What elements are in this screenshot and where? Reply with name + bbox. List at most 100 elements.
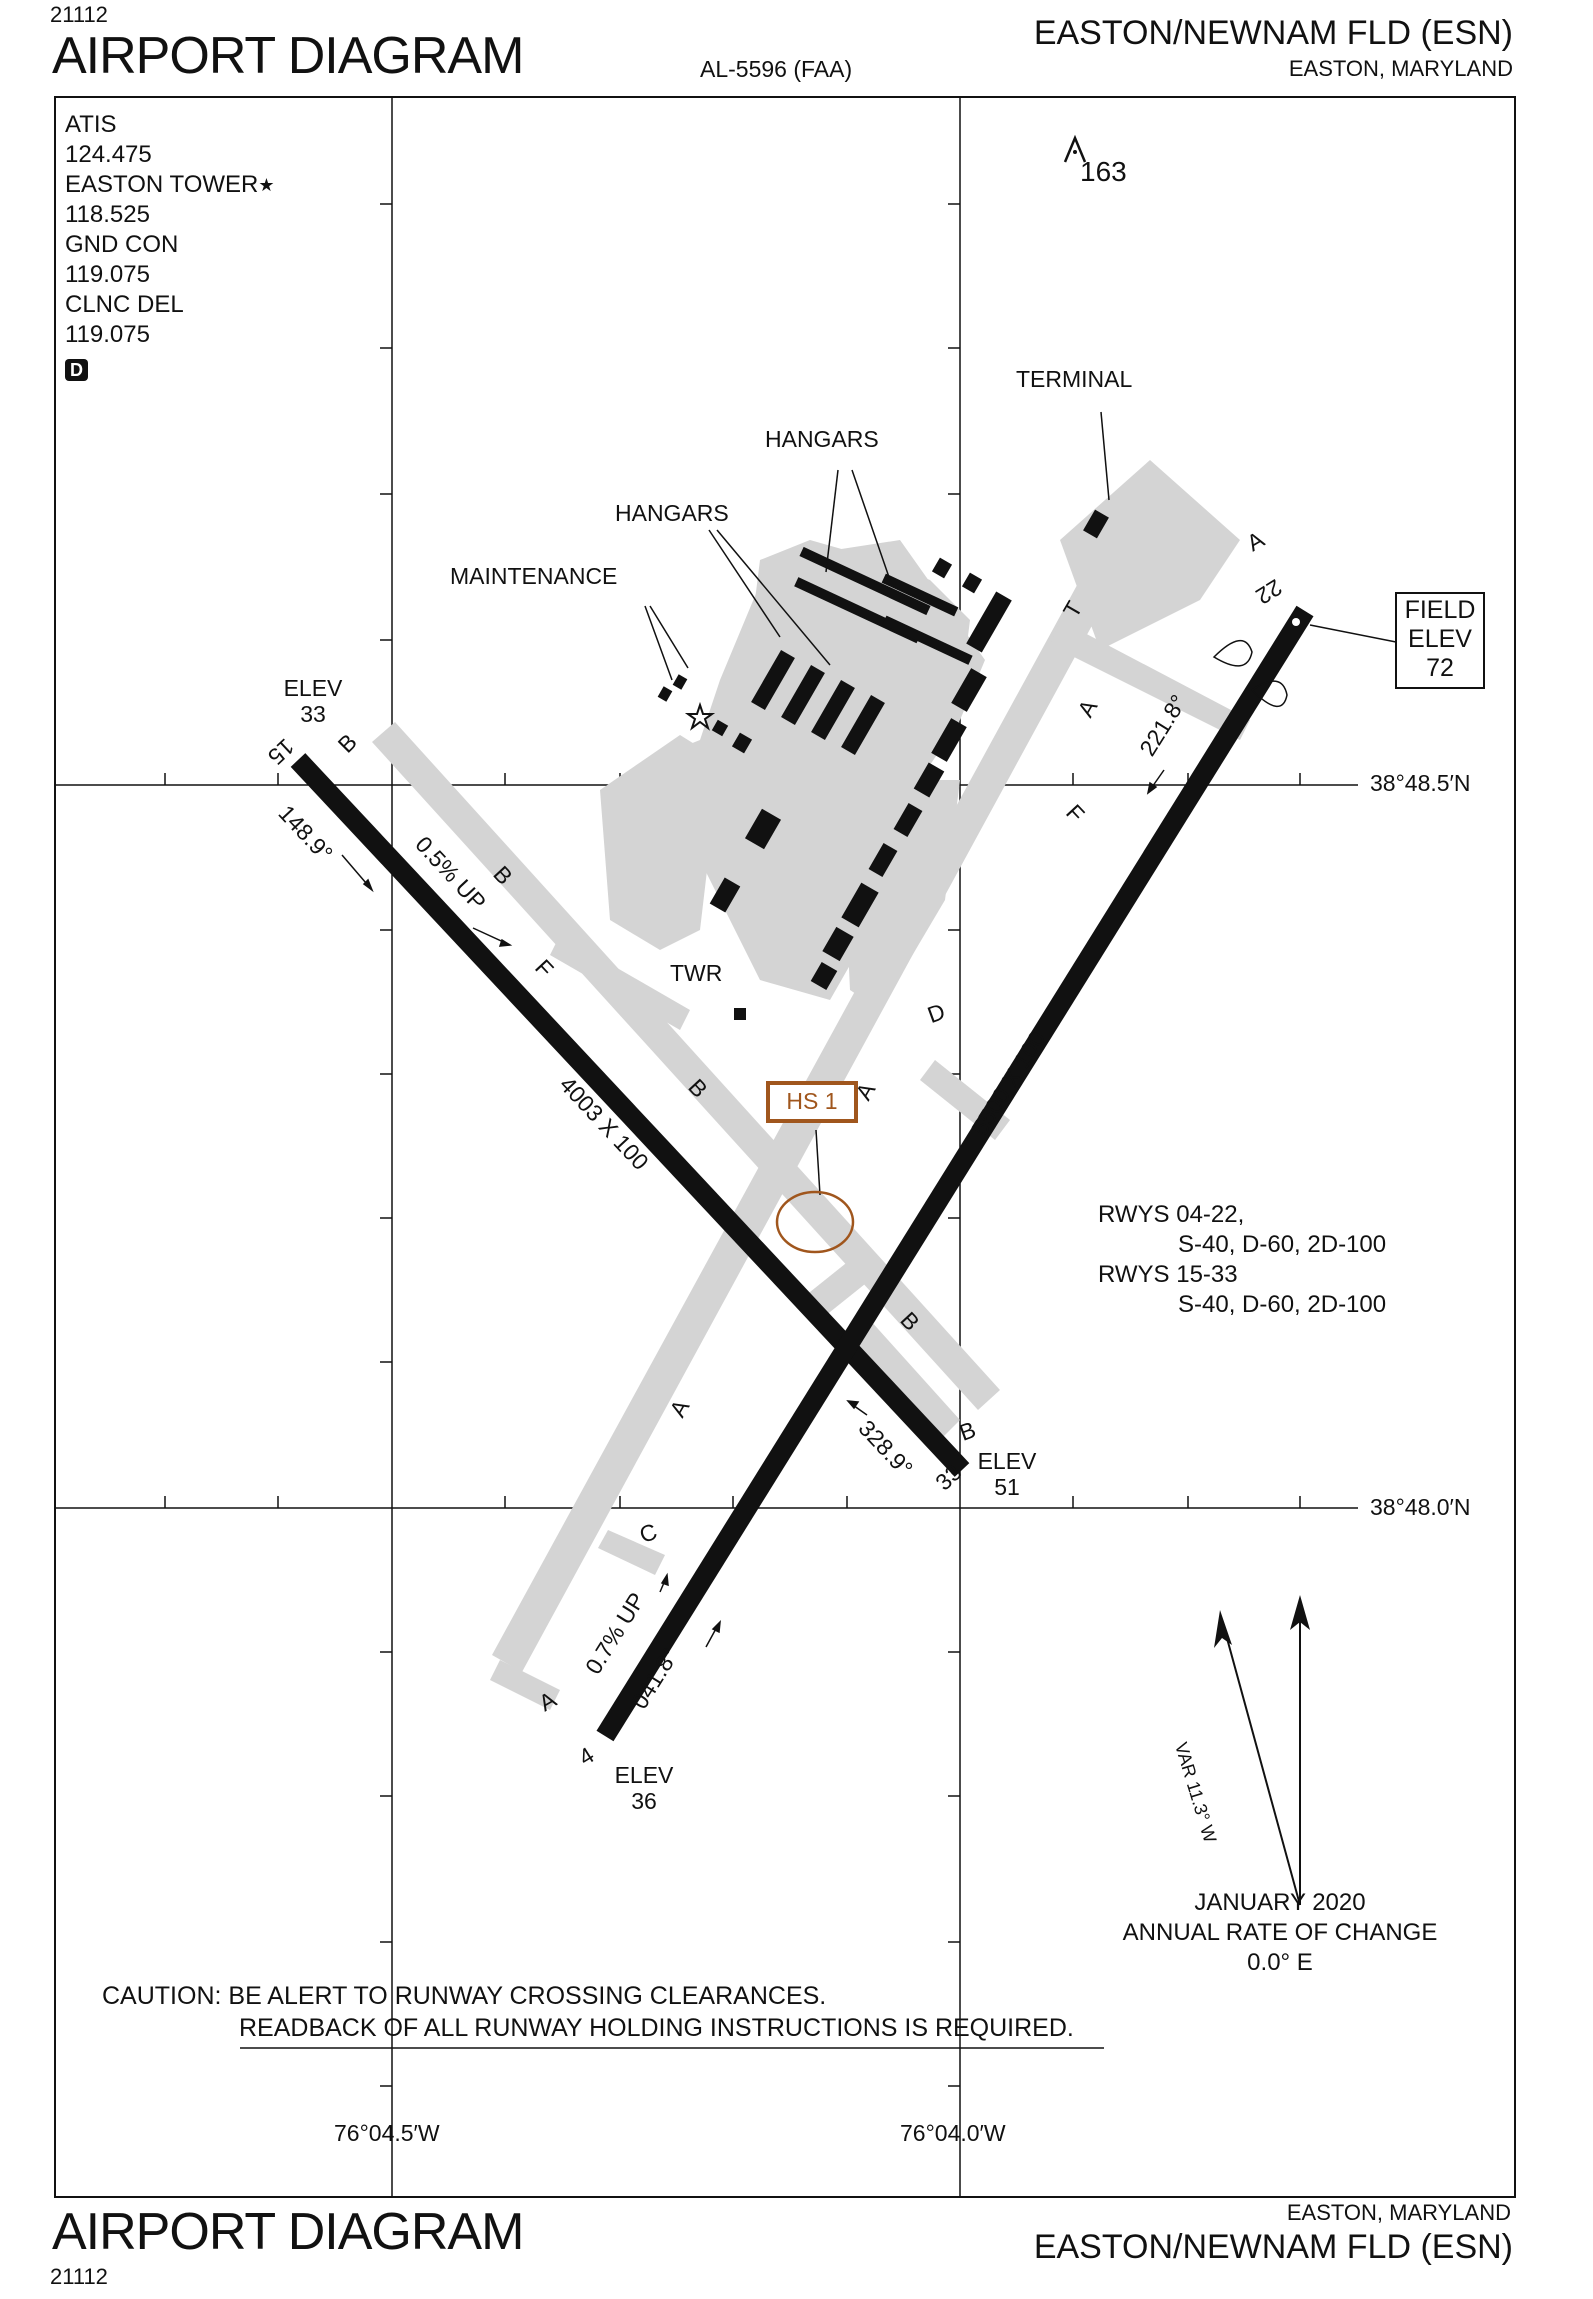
buildings: [657, 509, 1109, 1020]
tower-star-icon: ★: [258, 175, 275, 195]
rwy22-threshold-dot: [1292, 618, 1300, 626]
latitude-north: 38°48.5′N: [1370, 770, 1471, 796]
connector-east: [1050, 620, 1250, 740]
weight-bearing-info: RWYS 04-22, S-40, D-60, 2D-100 RWYS 15-3…: [1098, 1200, 1386, 1320]
connector-west: [550, 935, 690, 1030]
latitude-south: 38°48.0′N: [1370, 1494, 1471, 1520]
elev-rwy15: ELEV 33: [278, 675, 348, 727]
footer-cycle: 21112: [50, 2264, 108, 2289]
caution-note: CAUTION: BE ALERT TO RUNWAY CROSSING CLE…: [102, 1980, 1074, 2044]
freq-tower-label: EASTON TOWER: [65, 171, 259, 198]
airport-city: EASTON, MARYLAND: [1288, 56, 1513, 81]
tower-label: TWR: [670, 960, 723, 986]
field-elev-box: [1395, 592, 1485, 689]
west-bldg-2: [709, 877, 741, 913]
taxiway-b-parallel: [372, 722, 1000, 1410]
caution-line1: CAUTION: BE ALERT TO RUNWAY CROSSING CLE…: [102, 1982, 827, 2010]
hangar-block-2: [951, 668, 987, 712]
mag-date: JANUARY 2020: [1194, 1889, 1366, 1916]
wb-line1: RWYS 04-22,: [1098, 1201, 1245, 1228]
small-bldg-2: [961, 572, 983, 594]
hangar-tee-2: [781, 665, 825, 725]
maint-bldg-3: [657, 686, 673, 702]
apron-bldg-2: [913, 762, 945, 798]
airspace-d-badge: D: [65, 359, 88, 381]
longitude-east: 76°04.0′W: [900, 2120, 1006, 2146]
freq-clnc-value: 119.075: [65, 321, 150, 348]
field-elevation: FIELD ELEV 72: [1396, 596, 1484, 683]
chart-frame: [54, 96, 1516, 2198]
chart-cycle: 21112: [50, 2, 108, 27]
hangars-label-1: HANGARS: [765, 426, 879, 452]
elev-value: 36: [631, 1788, 657, 1814]
apron-bldg-5: [841, 882, 879, 928]
freq-atis-label: ATIS: [65, 111, 117, 138]
hangar-tee-4: [841, 695, 885, 755]
terminal-building: [1083, 509, 1109, 539]
heading-arrows: [341, 769, 1165, 1648]
lat-lon-grid: [55, 97, 1358, 2197]
apron-bldg-3: [893, 803, 923, 837]
hot-spot-label: HS 1: [786, 1088, 838, 1114]
beacon-icon: [684, 701, 716, 731]
true-north-arrow-icon: [1290, 1595, 1310, 1630]
hangar-row-4: [882, 615, 973, 665]
maint-bldg-2: [711, 719, 729, 737]
apron-bldg-6: [822, 926, 854, 962]
field-elev-line2: ELEV: [1408, 625, 1472, 653]
hangar-tee-3: [811, 680, 855, 740]
footer-title: AIRPORT DIAGRAM: [52, 2203, 524, 2261]
elev-label: ELEV: [283, 675, 343, 701]
frequency-list: ATIS 124.475 EASTON TOWER★ 118.525 GND C…: [65, 110, 275, 384]
small-bldg-1: [931, 557, 953, 579]
mag-rate: 0.0° E: [1247, 1949, 1313, 1976]
hangar-tee-1: [751, 650, 795, 710]
footer-airport-name: EASTON/NEWNAM FLD (ESN): [1033, 2228, 1513, 2266]
hangar-row-3: [881, 573, 959, 617]
magnetic-change-info: JANUARY 2020 ANNUAL RATE OF CHANGE 0.0° …: [1100, 1888, 1460, 1978]
mag-north-line: [1221, 1619, 1301, 1906]
elev-value: 33: [300, 701, 326, 727]
obstacle-icon: [1063, 134, 1087, 163]
apron-bldg-1: [931, 718, 967, 762]
page-title: AIRPORT DIAGRAM: [52, 27, 524, 85]
elev-rwy33: ELEV 51: [972, 1448, 1042, 1500]
freq-gnd-value: 119.075: [65, 261, 150, 288]
hot-spot-box: [766, 1081, 858, 1123]
wb-line4: S-40, D-60, 2D-100: [1178, 1291, 1387, 1318]
freq-clnc-label: CLNC DEL: [65, 291, 184, 318]
terminal-label: TERMINAL: [1016, 366, 1133, 392]
caution-line2: READBACK OF ALL RUNWAY HOLDING INSTRUCTI…: [239, 2014, 1074, 2042]
hangars-label-2: HANGARS: [615, 500, 729, 526]
maint-bldg-4: [672, 674, 688, 690]
field-elev-line1: FIELD: [1404, 596, 1476, 624]
wind-indicator-icon: [1212, 640, 1288, 707]
field-elev-line3: 72: [1426, 654, 1454, 682]
mag-north-arrow-icon: [1214, 1610, 1232, 1648]
wb-line3: RWYS 15-33: [1098, 1261, 1238, 1288]
elev-label: ELEV: [977, 1448, 1037, 1474]
airport-name: EASTON/NEWNAM FLD (ESN): [1033, 14, 1513, 52]
taxiway-a-parallel: [492, 470, 1168, 1672]
al-number: AL-5596 (FAA): [700, 56, 853, 82]
connector-b-south: [850, 1320, 960, 1440]
hangar-block-1: [966, 591, 1012, 653]
mag-rate-label: ANNUAL RATE OF CHANGE: [1122, 1919, 1438, 1946]
connector-a-end: [490, 1660, 560, 1710]
elev-rwy04: ELEV 36: [609, 1762, 679, 1814]
apron-south: [840, 780, 960, 1010]
obstacle-height: 163: [1080, 156, 1127, 187]
wb-line2: S-40, D-60, 2D-100: [1178, 1231, 1387, 1258]
runway-04-22: [596, 605, 1314, 1742]
hot-spot-circle: [775, 1190, 855, 1254]
west-apron: [600, 735, 720, 950]
leader-lines: [644, 411, 1397, 1196]
freq-atis-value: 124.475: [65, 141, 152, 168]
freq-tower-value: 118.525: [65, 201, 150, 228]
elev-value: 51: [994, 1474, 1020, 1500]
tower-building: [734, 1008, 746, 1020]
connector-c: [598, 1530, 665, 1575]
west-bldg-1: [744, 808, 782, 850]
apron-bldg-7: [810, 961, 838, 991]
